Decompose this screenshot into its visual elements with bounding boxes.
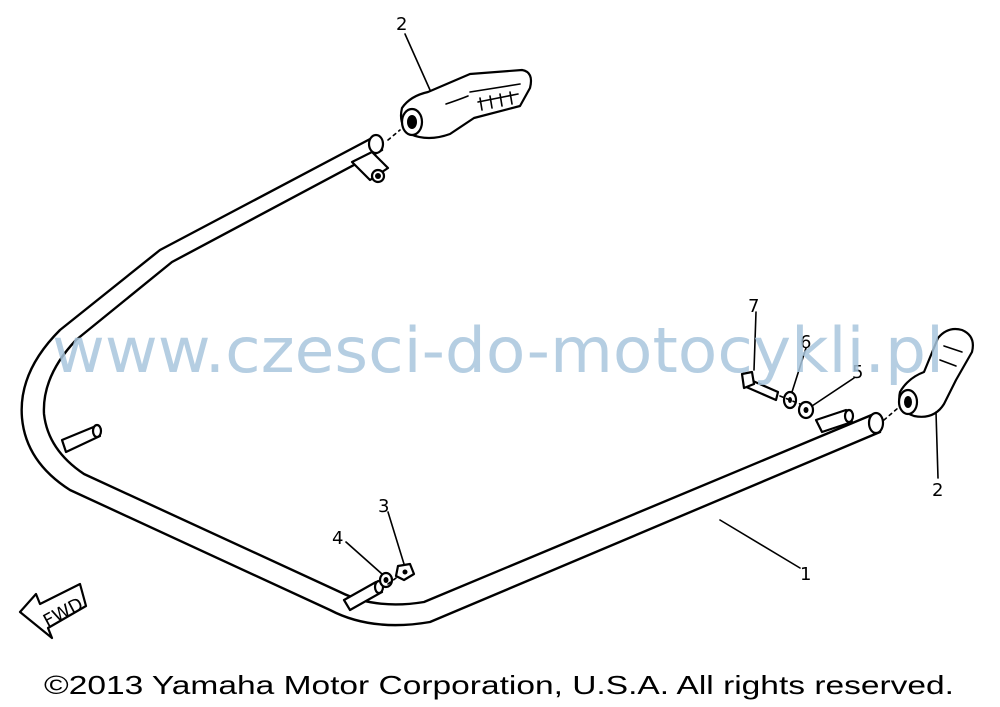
grab-bar-tube xyxy=(20,133,885,627)
callout-4: 4 xyxy=(332,528,343,549)
copyright-text: ©2013 Yamaha Motor Corporation, U.S.A. A… xyxy=(44,670,954,700)
grip-top-part-2 xyxy=(399,68,533,140)
fwd-arrow: FWD xyxy=(18,582,88,640)
callout-6: 6 xyxy=(800,332,811,353)
callout-2-top: 2 xyxy=(396,14,407,35)
bottom-mount-stud xyxy=(342,579,385,612)
callout-2-right: 2 xyxy=(932,480,943,501)
top-mount-bracket xyxy=(350,150,390,184)
callout-3: 3 xyxy=(378,496,389,517)
nut-part-3 xyxy=(394,562,416,582)
callout-5: 5 xyxy=(852,362,863,383)
left-mount-stud xyxy=(60,423,103,454)
callout-1: 1 xyxy=(800,564,811,585)
watermark-text: www.czesci-do-motocykli.pl xyxy=(52,314,944,387)
right-mount-stud xyxy=(814,408,855,434)
spacer-part-5 xyxy=(797,400,815,420)
bolt-part-7 xyxy=(740,370,780,402)
washer-part-4 xyxy=(378,571,394,589)
callout-7: 7 xyxy=(748,296,759,317)
assembly-dash-lines xyxy=(387,129,899,585)
grip-right-part-2 xyxy=(897,327,974,418)
leader-lines xyxy=(345,33,939,575)
